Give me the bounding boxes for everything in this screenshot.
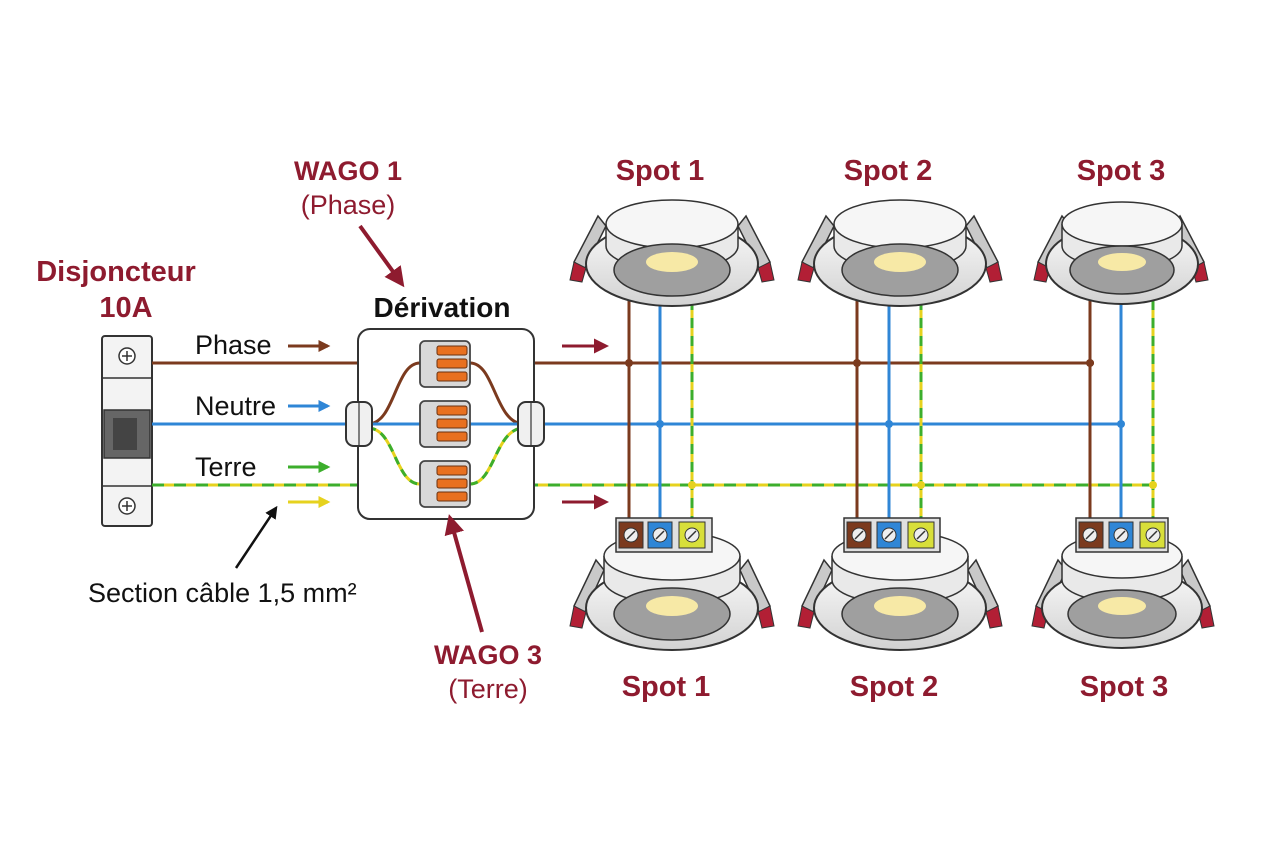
spot-bottom-3-label: Spot 3	[1080, 671, 1169, 703]
wago-1-connector-icon	[419, 340, 471, 388]
callout-arrows	[234, 224, 484, 633]
spot-bottom-1	[569, 517, 775, 651]
spot-bottom-1-label: Spot 1	[622, 671, 711, 703]
terminal-block-icon	[1075, 517, 1169, 553]
spot-top-1-label: Spot 1	[616, 155, 705, 187]
spot-led-icon	[1098, 597, 1146, 615]
breaker-bottom-screw-icon	[118, 497, 136, 515]
wago3-name: WAGO 3	[434, 640, 542, 670]
terminal-block-icon	[615, 517, 713, 553]
spot-top-3-label: Spot 3	[1077, 155, 1166, 187]
spot-bottom-2-label: Spot 2	[850, 671, 939, 703]
cable-pointer-arrow-icon	[234, 505, 278, 569]
terminal-block-icon	[843, 517, 941, 553]
spot-top-2	[797, 199, 1003, 307]
wago3-pointer-arrow-icon	[444, 514, 484, 633]
phase-label: Phase	[195, 330, 272, 360]
cable-section-note: Section câble 1,5 mm²	[88, 578, 357, 608]
wago1-role: (Phase)	[301, 190, 396, 220]
breaker-rating: 10A	[99, 292, 152, 324]
wago3-role: (Terre)	[448, 674, 528, 704]
spot-led-icon	[646, 596, 698, 616]
breaker-title: Disjoncteur	[36, 256, 196, 288]
spot-top-2-label: Spot 2	[844, 155, 933, 187]
labels: Disjoncteur 10A Phase Neutre Terre Dériv…	[36, 155, 1168, 704]
spot-drops	[625, 300, 1157, 532]
junction-box	[345, 328, 545, 520]
spot-top-3	[1033, 201, 1209, 305]
wago1-pointer-arrow-icon	[358, 224, 405, 288]
spot-led-icon	[874, 252, 926, 272]
earth-label: Terre	[195, 452, 257, 482]
wago-3-connector-icon	[419, 460, 471, 508]
neutral-label: Neutre	[195, 391, 276, 421]
spot-led-icon	[874, 596, 926, 616]
wago1-name: WAGO 1	[294, 156, 402, 186]
breaker-top-screw-icon	[118, 347, 136, 365]
main-wires	[152, 361, 1156, 487]
spot-bottom-2	[797, 517, 1003, 651]
wire-arrows	[288, 338, 609, 510]
wago-2-connector-icon	[419, 400, 471, 448]
spot-led-icon	[1098, 253, 1146, 271]
breaker	[101, 335, 153, 527]
spot-top-1	[569, 199, 775, 307]
junction-title: Dérivation	[374, 292, 511, 323]
spot-led-icon	[646, 252, 698, 272]
spot-bottom-3	[1031, 517, 1215, 649]
